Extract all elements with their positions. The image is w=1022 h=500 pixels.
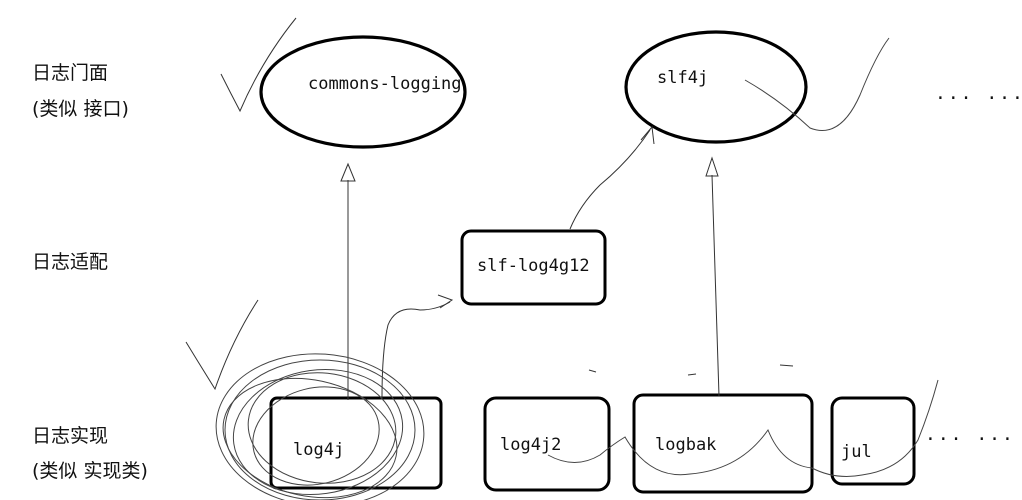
- jul-label: jul: [841, 442, 872, 462]
- slf4j-scribble: [744, 37, 890, 132]
- arrow-logbak-to-slf4j: [711, 174, 720, 397]
- arrow-head-adapter-slf4j: [640, 125, 655, 145]
- arrow-head-commons-logging: [340, 162, 356, 182]
- slf-log4j12-label: slf-log4g12: [477, 256, 590, 276]
- facade-layer-title: 日志门面: [32, 62, 108, 84]
- arrow-head-adapter: [437, 294, 454, 309]
- log4j2-box: [483, 396, 611, 492]
- logbak-label: logbak: [655, 435, 716, 455]
- impl-layer-subtitle: (类似 实现类): [32, 460, 148, 482]
- jul-box: [830, 396, 916, 486]
- commons-logging-ellipse: [259, 35, 467, 149]
- check-mark-top: [220, 17, 297, 113]
- commons-logging-label: commons-logging: [308, 74, 462, 94]
- slf-log4j12-box: [460, 229, 607, 306]
- facade-layer-subtitle: (类似 接口): [32, 98, 129, 120]
- log4j2-label: log4j2: [500, 435, 561, 455]
- impl-layer-title: 日志实现: [32, 425, 108, 447]
- logbak-box: [632, 393, 814, 494]
- stray-mark-1: [588, 369, 597, 373]
- arrow-log4j-to-adapter: [381, 301, 451, 399]
- log4j-label: log4j: [293, 440, 344, 460]
- stray-mark-2: [687, 373, 697, 376]
- arrow-head-slf4j: [705, 156, 719, 177]
- adapter-layer-title: 日志适配: [32, 251, 108, 273]
- arrow-adapter-to-slf4j: [569, 129, 651, 230]
- impl-scribble-line: [547, 379, 939, 477]
- slf4j-ellipse: [624, 30, 808, 144]
- slf4j-label: slf4j: [657, 68, 708, 88]
- impl-ellipsis: ... ...: [925, 424, 1015, 445]
- facade-ellipsis: ... ...: [935, 83, 1022, 104]
- log4j-box: [269, 396, 443, 490]
- stray-mark-3: [779, 364, 794, 367]
- check-mark-bottom: [185, 299, 259, 391]
- log4j-scribble-circle: [215, 353, 425, 500]
